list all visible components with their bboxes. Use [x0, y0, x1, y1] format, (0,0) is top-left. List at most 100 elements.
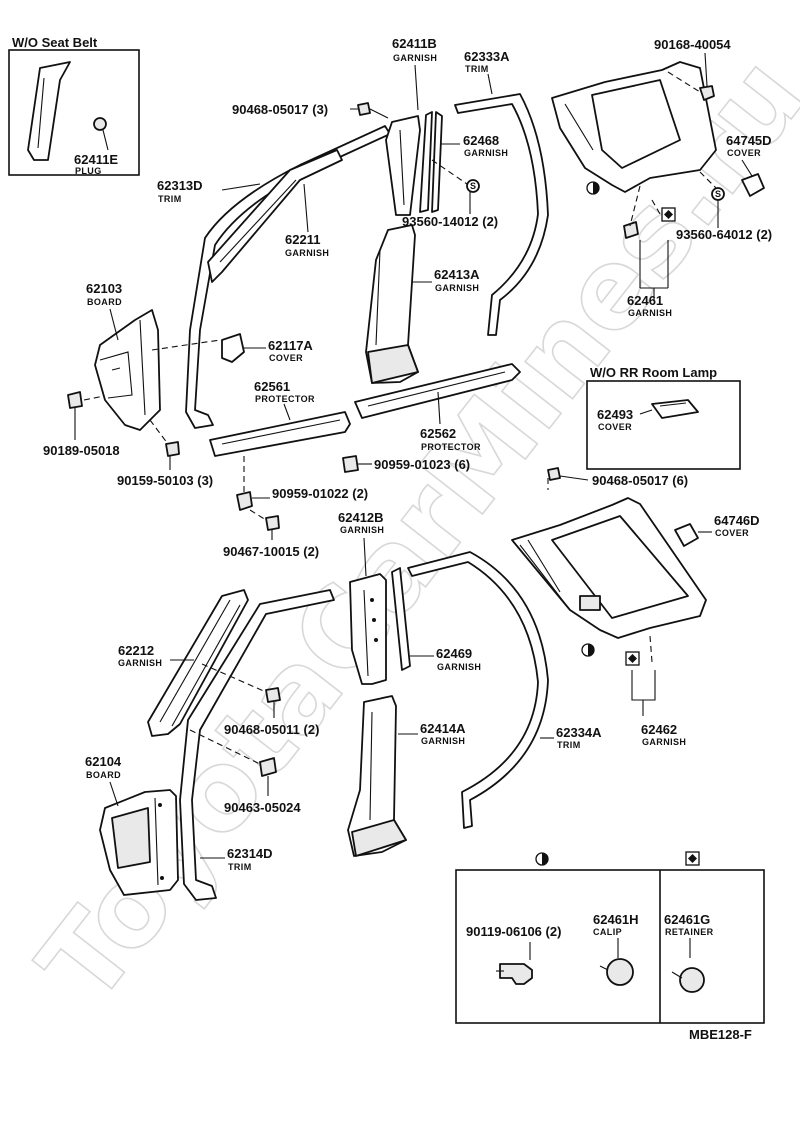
clip-90467-10015 [265, 515, 280, 531]
retainer-62461G [679, 967, 705, 993]
cover-62117A [221, 333, 245, 363]
svg-text:S: S [715, 189, 721, 199]
garnish-62469 [391, 567, 411, 671]
trim-62333A [454, 93, 549, 336]
diagram-code: MBE128-F [689, 1027, 752, 1042]
part-number-90468-05017-6: 90468-05017 (6) [592, 473, 688, 488]
part-name-plug: PLUG [75, 166, 102, 176]
part-number-90467-10015: 90467-10015 (2) [223, 544, 319, 559]
calip-62461H [606, 958, 634, 986]
part-number-64746D: 64746D [714, 513, 760, 528]
part-name-62333A: TRIM [465, 64, 489, 74]
half-circle-icon-62462 [581, 643, 595, 657]
wo-seat-belt-heading: W/O Seat Belt [12, 35, 98, 50]
diamond-square-icon-62462 [625, 651, 640, 666]
part-number-90959-01022: 90959-01022 (2) [272, 486, 368, 501]
garnish-62412B [349, 573, 387, 685]
part-number-93560-14012: 93560-14012 (2) [402, 214, 498, 229]
fastener-legend-box [455, 869, 765, 1024]
cover-62493 [651, 399, 699, 419]
garnish-62468 [419, 111, 433, 213]
part-number-62562: 62562 [420, 426, 456, 441]
part-name-62411B: GARNISH [393, 53, 437, 63]
part-name-62313D: TRIM [158, 194, 182, 204]
part-number-90168-40054: 90168-40054 [654, 37, 731, 52]
half-circle-icon-legend [535, 852, 549, 866]
screw-90159-50103 [165, 441, 180, 457]
cover-64746D [674, 523, 699, 547]
clip-90468-05011 [265, 687, 281, 703]
screw-90168-40054 [699, 85, 715, 101]
part-name-62461G: RETAINER [665, 927, 714, 937]
trim-62314D [179, 589, 335, 901]
s-circle-icon-14012 [466, 179, 480, 193]
part-name-62493: COVER [598, 422, 632, 432]
part-number-62462: 62462 [641, 722, 677, 737]
clip-90189-05018 [67, 391, 83, 409]
part-number-62314D: 62314D [227, 846, 273, 861]
part-name-64746D: COVER [715, 528, 749, 538]
part-number-90159-50103: 90159-50103 (3) [117, 473, 213, 488]
part-name-64745D: COVER [727, 148, 761, 158]
part-name-62334A: TRIM [557, 740, 581, 750]
part-name-62211: GARNISH [285, 248, 329, 258]
diamond-square-icon-legend [685, 851, 700, 866]
part-name-62468: GARNISH [464, 148, 508, 158]
garnish-62211 [207, 149, 343, 283]
part-number-93560-64012: 93560-64012 (2) [676, 227, 772, 242]
part-name-62117A: COVER [269, 353, 303, 363]
garnish-62462-vent [579, 595, 601, 611]
part-number-62468: 62468 [463, 133, 499, 148]
part-number-62313D: 62313D [157, 178, 203, 193]
screw-62461 [623, 221, 639, 239]
part-number-90463-05024: 90463-05024 [224, 800, 301, 815]
diamond-square-icon [661, 207, 676, 222]
part-name-62469: GARNISH [437, 662, 481, 672]
trim-62334A [407, 551, 549, 829]
part-name-62461: GARNISH [628, 308, 672, 318]
part-number-62561: 62561 [254, 379, 290, 394]
part-number-62493: 62493 [597, 407, 633, 422]
garnish-62414A [347, 695, 407, 857]
half-circle-icon [586, 181, 600, 195]
part-number-62414A: 62414A [420, 721, 466, 736]
part-name-62412B: GARNISH [340, 525, 384, 535]
board-62103 [94, 309, 161, 431]
part-number-62413A: 62413A [434, 267, 480, 282]
part-name-62103: BOARD [87, 297, 122, 307]
clip-90959-01022 [236, 491, 253, 511]
clip-90468-05017-6 [547, 467, 561, 481]
part-number-62104: 62104 [85, 754, 122, 769]
part-number-62411E: 62411E [74, 152, 118, 167]
part-number-90119-06106: 90119-06106 (2) [466, 924, 561, 939]
part-name-62461H: CALIP [593, 927, 622, 937]
part-number-90468-05011: 90468-05011 (2) [224, 722, 319, 737]
part-number-62334A: 62334A [556, 725, 602, 740]
part-number-62469: 62469 [436, 646, 472, 661]
clip-90959-01023 [342, 455, 359, 473]
wo-rr-room-lamp-heading: W/O RR Room Lamp [590, 365, 717, 380]
part-number-62103: 62103 [86, 281, 122, 296]
part-number-90468-05017-3: 90468-05017 (3) [232, 102, 328, 117]
part-number-90189-05018: 90189-05018 [43, 443, 120, 458]
wo-rr-room-lamp-box [586, 380, 741, 470]
screw-90119-06106 [499, 963, 533, 985]
part-number-62117A: 62117A [268, 338, 313, 353]
part-number-62211: 62211 [285, 232, 320, 247]
part-number-62212: 62212 [118, 643, 154, 658]
part-number-62333A: 62333A [464, 49, 510, 64]
plug-icon [93, 117, 107, 131]
part-name-62212: GARNISH [118, 658, 162, 668]
protector-62561 [209, 411, 351, 457]
pillar-outline-seat-belt [27, 61, 71, 161]
cover-64745D [741, 173, 765, 197]
part-number-62461H: 62461H [593, 912, 639, 927]
clip-90468-05017 [357, 102, 371, 116]
garnish-62411B [385, 115, 421, 216]
part-name-62413A: GARNISH [435, 283, 479, 293]
part-name-62414A: GARNISH [421, 736, 465, 746]
part-name-62314D: TRIM [228, 862, 252, 872]
part-name-62562: PROTECTOR [421, 442, 481, 452]
part-number-64745D: 64745D [726, 133, 772, 148]
